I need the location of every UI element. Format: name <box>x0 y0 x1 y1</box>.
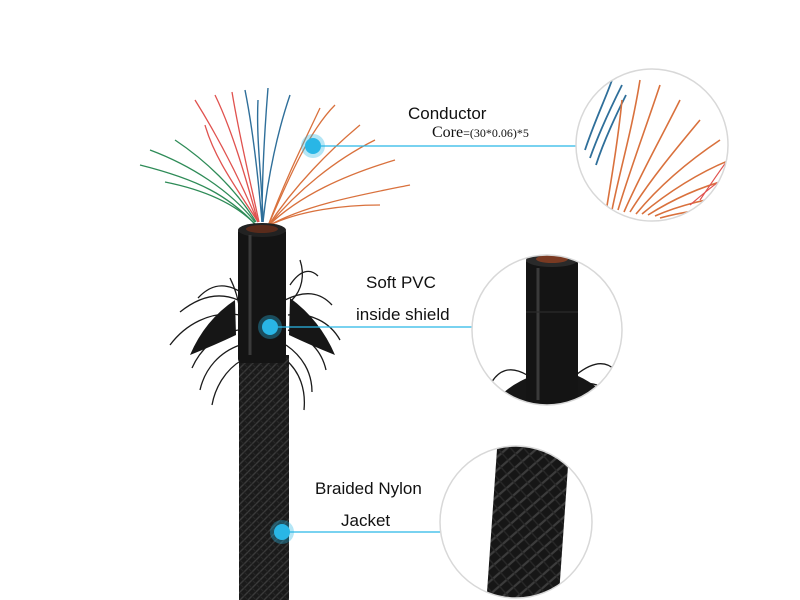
pvc-shield <box>238 228 286 363</box>
soft-pvc-label: Soft PVC <box>366 273 436 292</box>
conductor-zoom-circle <box>575 68 729 222</box>
jacket-callout-dot-core <box>274 524 290 540</box>
shield-callout-dot-core <box>262 319 278 335</box>
copper-strands <box>267 104 411 227</box>
braided-jacket <box>239 355 289 600</box>
pvc-shield-opening <box>246 225 278 233</box>
blue-strands <box>244 87 291 223</box>
inside-shield-label: inside shield <box>356 305 450 324</box>
conductor-core-spec: Core=(30*0.06)*5 <box>432 124 529 142</box>
braided-nylon-label: Braided Nylon <box>315 479 422 498</box>
conductor-core-word: Core <box>432 124 464 141</box>
pvc-zoom-circle <box>471 254 623 406</box>
jacket-label: Jacket <box>341 511 391 530</box>
conductor-core-formula: =(30*0.06)*5 <box>463 126 529 140</box>
red-strands <box>194 91 260 223</box>
green-strands <box>139 139 257 226</box>
conductor-label: Conductor <box>408 104 487 123</box>
conductor-callout-dot-core <box>305 138 321 154</box>
jacket-zoom-circle <box>439 445 593 599</box>
